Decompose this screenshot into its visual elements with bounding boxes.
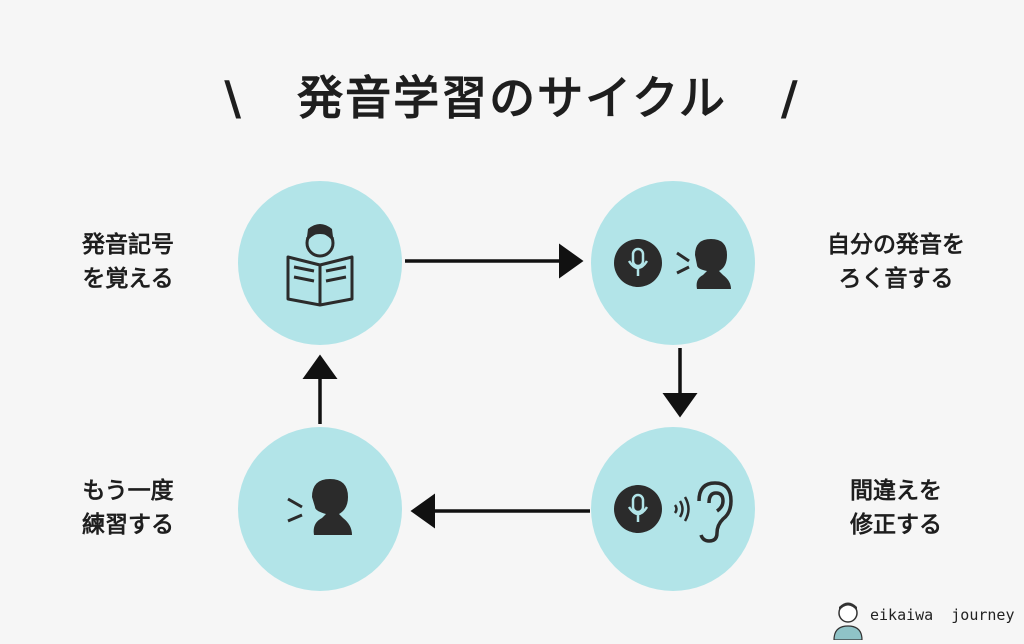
diagram-title: \ 発音学習のサイクル / xyxy=(224,71,800,125)
step-read-label: 発音記号 を覚える xyxy=(82,232,174,292)
microphone-icon xyxy=(614,485,662,533)
step-practice-label: もう一度 練習する xyxy=(82,478,174,538)
microphone-icon xyxy=(614,239,662,287)
ear-icon xyxy=(697,481,733,543)
speaking-person-icon xyxy=(287,479,352,535)
sound-lines-icon xyxy=(676,251,690,275)
speaker-icon xyxy=(312,479,352,535)
microphone-speaker-icon xyxy=(614,239,731,289)
microphone-ear-icon xyxy=(614,481,733,543)
step-fix-circle xyxy=(591,427,755,591)
step-record-circle xyxy=(591,181,755,345)
speaker-icon xyxy=(695,239,731,289)
sound-lines-icon xyxy=(287,497,303,523)
brand-footer: eikaiwa journey xyxy=(832,598,1022,641)
brand-name: eikaiwa journey xyxy=(870,606,1015,624)
step-read-circle xyxy=(238,181,402,345)
sound-waves-icon xyxy=(673,496,690,522)
step-practice-circle xyxy=(238,427,402,591)
step-fix-label: 間違えを 修正する xyxy=(850,478,942,538)
step-record-label: 自分の発音を ろく音する xyxy=(827,232,965,292)
avatar-icon xyxy=(833,602,863,641)
reader-icon xyxy=(286,224,354,307)
